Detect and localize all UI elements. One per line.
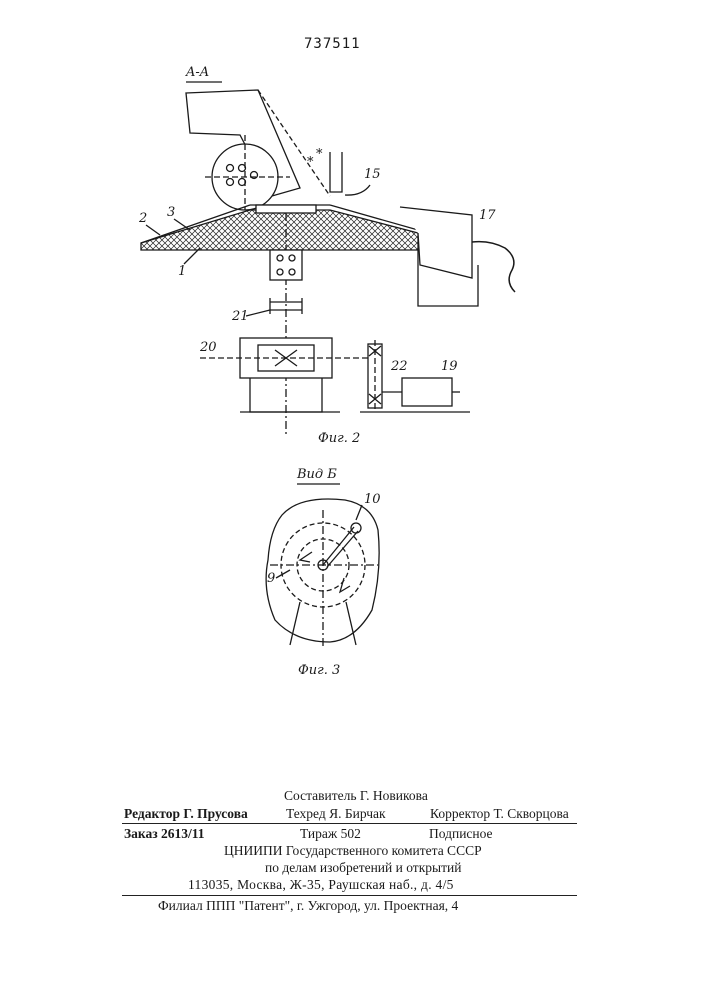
org-line-2: по делам изобретений и открытий (265, 860, 461, 876)
svg-text:20: 20 (199, 340, 217, 355)
svg-text:15: 15 (364, 167, 381, 182)
figure-2-caption: Фиг. 2 (318, 431, 360, 446)
separator-line-1 (122, 823, 577, 824)
svg-text:10: 10 (364, 492, 381, 507)
svg-text:*: * (307, 155, 314, 170)
branch-line: Филиал ППП "Патент", г. Ужгород, ул. Про… (158, 898, 458, 914)
figure-3-caption: Фиг. 3 (298, 663, 340, 678)
svg-text:22: 22 (390, 359, 408, 374)
address-line: 113035, Москва, Ж-35, Раушская наб., д. … (188, 877, 454, 893)
section-label: A-A (185, 65, 209, 80)
org-line-1: ЦНИИПИ Государственного комитета СССР (224, 843, 482, 859)
compiler-line: Составитель Г. Новикова (284, 788, 428, 804)
svg-text:21: 21 (231, 309, 249, 324)
order-line: Заказ 2613/11 (124, 826, 205, 842)
circulation-line: Тираж 502 (300, 826, 361, 842)
svg-text:*: * (316, 147, 323, 162)
svg-text:2: 2 (138, 211, 147, 226)
tech-editor-line: Техред Я. Бирчак (286, 806, 386, 822)
separator-line-2 (122, 895, 577, 896)
subscription-line: Подписное (429, 826, 493, 842)
figure-3-drawing: Вид Б 10 9 Фиг. 3 (266, 467, 380, 678)
svg-text:1: 1 (178, 264, 186, 279)
figure-2-drawing: A-A 15 * * 2 3 1 17 (138, 65, 515, 446)
view-label: Вид Б (296, 467, 337, 482)
svg-text:3: 3 (167, 205, 175, 220)
editor-line: Редактор Г. Прусова (124, 806, 248, 822)
corrector-line: Корректор Т. Скворцова (430, 806, 569, 822)
svg-text:9: 9 (267, 571, 275, 586)
svg-text:17: 17 (479, 208, 496, 223)
svg-text:19: 19 (441, 359, 458, 374)
